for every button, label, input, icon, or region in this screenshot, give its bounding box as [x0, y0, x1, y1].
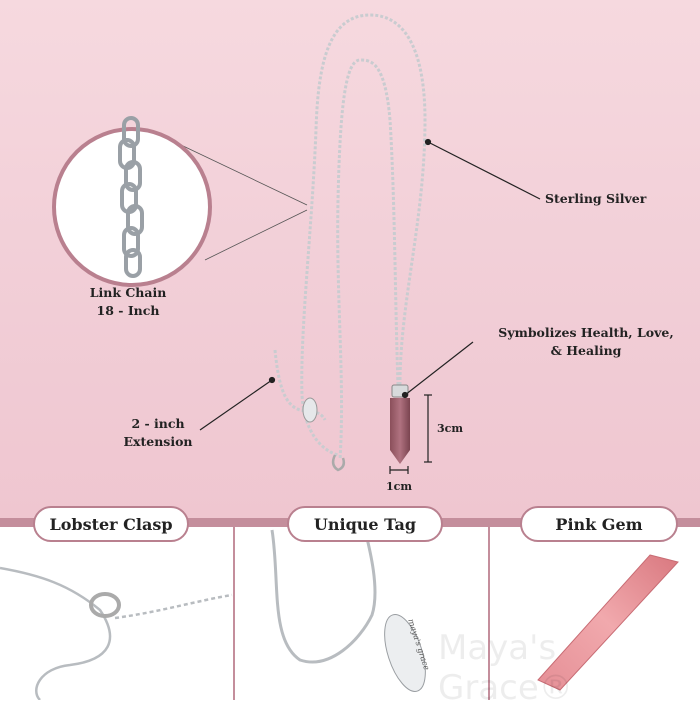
chain [273, 13, 427, 461]
label-extension: 2 - inch Extension [110, 415, 206, 451]
lobster-clasp-photo [0, 566, 233, 700]
unique-tag-photo [270, 529, 377, 664]
lobster-clasp-icon [331, 454, 346, 472]
pointer-lines [199, 138, 541, 474]
label-symbolizes: Symbolizes Health, Love, & Healing [476, 324, 696, 360]
unique-tag-plate [384, 614, 426, 692]
watermark: Maya's Grace® [438, 628, 573, 708]
label-link-chain: Link Chain 18 - Inch [78, 284, 178, 320]
panel-label-pink-gem: Pink Gem [520, 506, 678, 542]
panel-divider [488, 527, 490, 700]
pink-gem-pendant [390, 384, 410, 464]
panel-label-lobster-clasp: Lobster Clasp [33, 506, 189, 542]
tag-icon [302, 397, 318, 423]
label-symbolizes-line2: & Healing [550, 343, 622, 358]
label-extension-line2: Extension [123, 434, 193, 449]
label-extension-line1: 2 - inch [131, 416, 185, 431]
label-symbolizes-line1: Symbolizes Health, Love, [498, 325, 674, 340]
label-sterling-silver: Sterling Silver [545, 191, 647, 206]
panel-divider [233, 527, 235, 700]
label-height: 3cm [437, 422, 463, 435]
label-width: 1cm [386, 480, 412, 493]
label-link-chain-line2: 18 - Inch [96, 303, 160, 318]
panel-label-unique-tag: Unique Tag [287, 506, 443, 542]
pink-gem-photo [537, 554, 679, 691]
chain-magnifier [52, 116, 308, 287]
label-link-chain-line1: Link Chain [89, 285, 167, 300]
